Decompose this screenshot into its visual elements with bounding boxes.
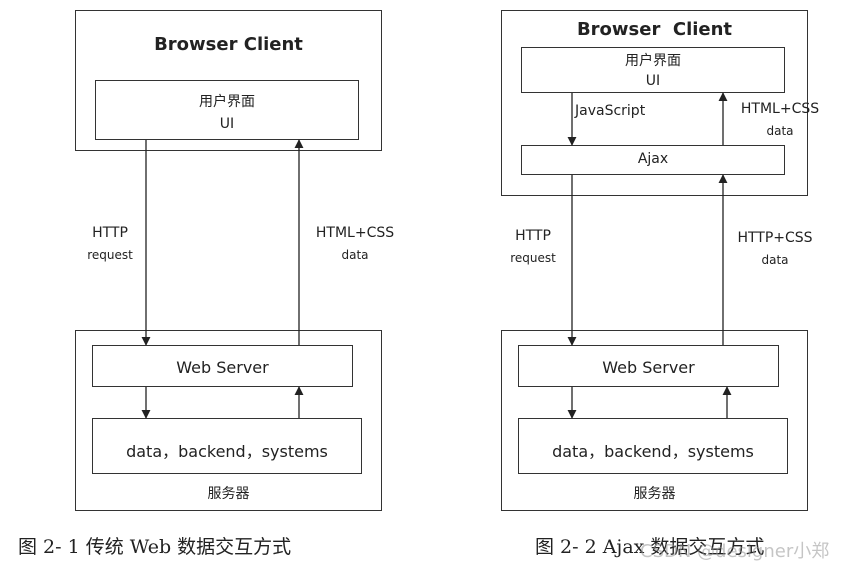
right-web-server-box [518,345,779,387]
left-backend-label: data，backend，systems [126,442,328,461]
right-ui-label-cn: 用户界面 [625,53,681,69]
right-ui-box [521,47,785,93]
right-ajax-label: Ajax [637,151,669,167]
right-server-label: 服务器 [633,486,676,502]
left-web-server-box [92,345,353,387]
left-request-label: request [87,248,133,262]
left-data-label: data [341,248,369,262]
right-javascript-label: JavaScript [575,103,646,119]
left-caption: 图 2- 1 传统 Web 数据交互方式 [18,536,292,558]
right-ui-label-en: UI [645,73,661,89]
right-http-label: HTTP [515,228,551,244]
right-backend-label: data，backend，systems [552,442,754,461]
right-request-label: request [510,251,556,265]
right-caption: 图 2- 2 Ajax 数据交互方式 [535,536,765,558]
left-browser-client-title: Browser Client [154,34,303,55]
right-web-server-label: Web Server [602,358,695,377]
left-ui-label-cn: 用户界面 [199,94,255,110]
watermark: CSDN @designer小郑 [640,541,830,562]
right-backend-box [518,418,788,474]
right-inner-html-css-label: HTML+CSS [740,101,820,117]
right-data-label: data [761,253,789,267]
left-html-css-label: HTML+CSS [315,225,395,241]
left-http-label: HTTP [92,225,128,241]
left-server-label: 服务器 [207,486,250,502]
left-ui-label-en: UI [219,116,235,132]
left-web-server-label: Web Server [176,358,269,377]
right-browser-client-title: Browser Client [576,19,733,40]
right-http-css-label: HTTP+CSS [737,230,813,246]
left-backend-box [92,418,362,474]
left-ui-box [95,80,359,140]
right-inner-data-label: data [766,124,794,138]
right-ajax-box [521,145,785,175]
